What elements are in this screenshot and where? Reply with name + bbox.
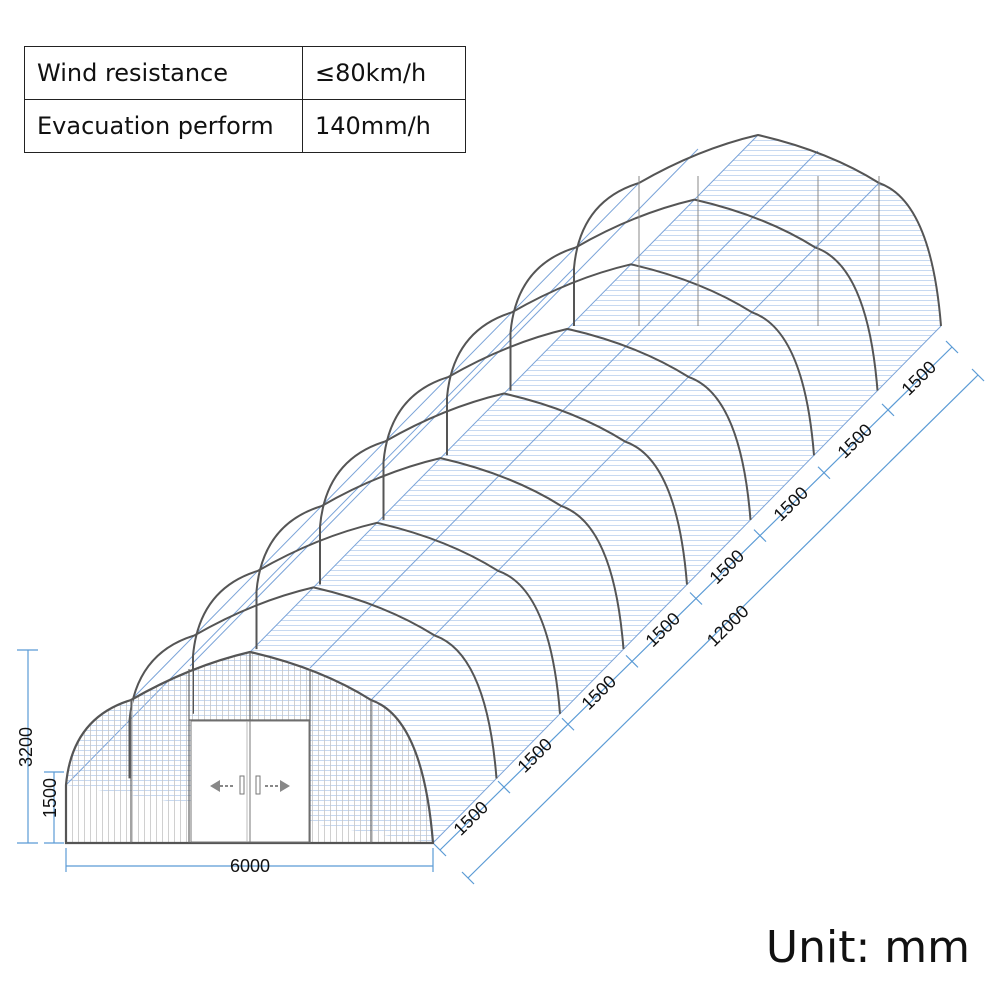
spec-row-wind: Wind resistance ≤80km/h	[24, 46, 466, 100]
spec-table: Wind resistance ≤80km/h Evacuation perfo…	[24, 46, 466, 153]
arrow-right-icon	[265, 780, 290, 792]
height-wall-label: 1500	[40, 778, 60, 818]
spec-row-evacuation: Evacuation perform 140mm/h	[24, 99, 466, 153]
bay-tick	[817, 466, 831, 480]
bay-tick	[561, 717, 575, 731]
spec-value: ≤80km/h	[302, 46, 466, 100]
frame-arch	[446, 263, 815, 456]
frame-arch	[382, 327, 752, 520]
purlin	[189, 148, 699, 667]
height-total-label: 3200	[16, 727, 36, 767]
bay-tick	[497, 780, 511, 794]
purlin	[309, 150, 819, 669]
width-dimension	[65, 848, 434, 872]
frame-arch	[573, 133, 942, 327]
bay-tick	[945, 340, 959, 354]
frame-arch	[319, 392, 688, 585]
length-label: 12000	[703, 601, 753, 650]
bay-tick	[881, 403, 895, 417]
frame-arch	[509, 198, 879, 391]
spec-value: 140mm/h	[302, 99, 466, 153]
bay-tick	[753, 529, 767, 543]
bay-tick	[625, 654, 639, 668]
frame-arch	[128, 586, 498, 779]
double-door[interactable]	[190, 720, 310, 843]
bay-tick	[433, 843, 447, 857]
height-dimension	[17, 649, 64, 844]
frame-arch	[255, 457, 625, 650]
frame-arch	[192, 521, 561, 714]
width-label: 6000	[230, 856, 270, 876]
arrow-left-icon	[210, 780, 235, 792]
length-dimension	[461, 368, 985, 885]
unit-label: Unit: mm	[765, 922, 970, 973]
spec-label: Evacuation perform	[24, 99, 303, 153]
spec-label: Wind resistance	[24, 46, 303, 100]
bay-tick	[689, 592, 703, 605]
